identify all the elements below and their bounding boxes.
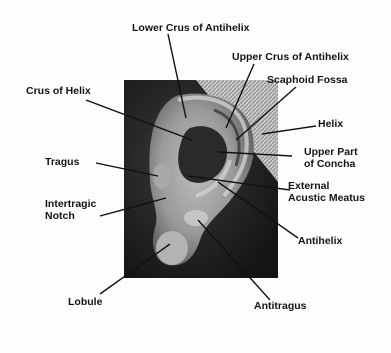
label-external-acustic-meatus: External Acustic Meatus xyxy=(288,180,365,204)
label-antihelix: Antihelix xyxy=(298,235,342,247)
ear-photo xyxy=(124,80,278,278)
label-antitragus: Antitragus xyxy=(254,300,307,312)
label-upper-concha-line1: Upper Part xyxy=(304,146,358,158)
label-lower-crus-of-antihelix: Lower Crus of Antihelix xyxy=(132,22,249,34)
label-helix: Helix xyxy=(318,118,343,130)
label-intertragic-notch: Intertragic Notch xyxy=(45,198,96,222)
label-crus-of-helix: Crus of Helix xyxy=(26,85,91,97)
antitragus-shape xyxy=(184,210,208,226)
label-external-meatus-line2: Acustic Meatus xyxy=(288,192,365,204)
label-intertragic-line1: Intertragic xyxy=(45,198,96,210)
label-tragus: Tragus xyxy=(45,156,79,168)
label-external-meatus-line1: External xyxy=(288,180,365,192)
label-intertragic-line2: Notch xyxy=(45,210,96,222)
label-scaphoid-fossa: Scaphoid Fossa xyxy=(267,74,348,86)
label-upper-crus-of-antihelix: Upper Crus of Antihelix xyxy=(232,51,349,63)
label-upper-part-of-concha: Upper Part of Concha xyxy=(304,146,358,170)
lobule-shape xyxy=(156,231,188,265)
label-upper-concha-line2: of Concha xyxy=(304,158,358,170)
label-lobule: Lobule xyxy=(68,296,102,308)
